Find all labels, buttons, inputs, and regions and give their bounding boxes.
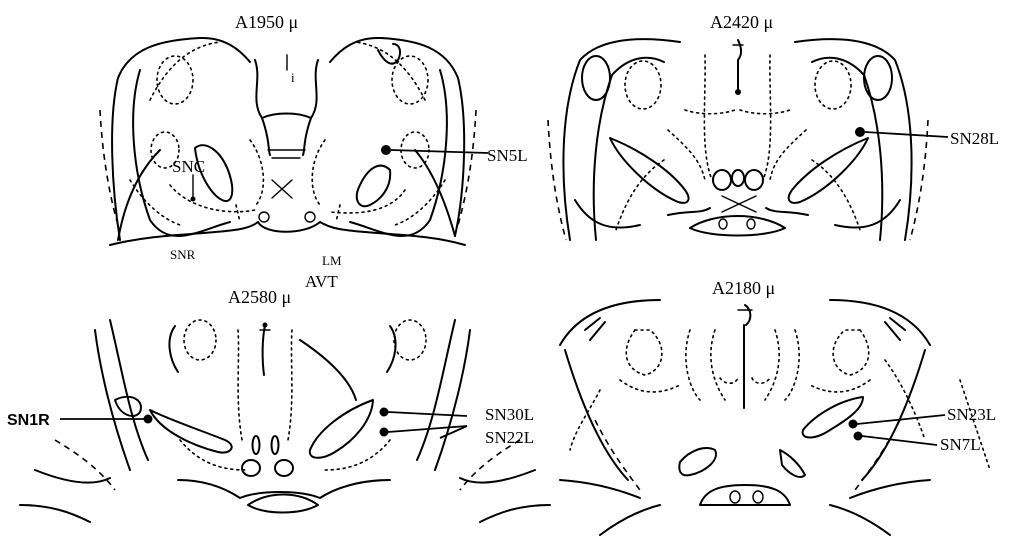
lesion-site-marker bbox=[380, 428, 389, 437]
section-outline bbox=[20, 320, 550, 522]
label-avt: AVT bbox=[305, 272, 338, 291]
panel-title: A2180 μ bbox=[712, 278, 775, 298]
label-snc: SNC bbox=[172, 157, 205, 176]
panel-bottom-left: A2580 μ bbox=[7, 287, 550, 522]
lesion-site-marker bbox=[380, 408, 389, 417]
label-lm: LM bbox=[322, 253, 342, 268]
site-label-sn23l: SN23L bbox=[947, 405, 996, 424]
lesion-site-marker bbox=[854, 432, 863, 441]
lesion-site-marker bbox=[849, 420, 858, 429]
snc-marker bbox=[191, 197, 196, 202]
site-label-sn28l: SN28L bbox=[950, 129, 999, 148]
panel-bottom-right: A2180 μ bbox=[560, 278, 996, 535]
panel-top-left: A1950 μ i bbox=[100, 12, 528, 291]
site-label-sn5l: SN5L bbox=[487, 146, 528, 165]
section-outline: i bbox=[100, 38, 476, 245]
site-label-sn30l: SN30L bbox=[485, 405, 534, 424]
aqueduct-mark: i bbox=[291, 70, 295, 85]
section-outline bbox=[548, 39, 928, 240]
panel-title: A1950 μ bbox=[235, 12, 298, 32]
panel-top-right: A2420 μ bbox=[548, 12, 999, 240]
lesion-site-marker bbox=[144, 415, 153, 424]
panel-title: A2420 μ bbox=[710, 12, 773, 32]
label-snr: SNR bbox=[170, 247, 196, 262]
lesion-site-marker bbox=[381, 145, 391, 155]
site-label-sn22l: SN22L bbox=[485, 428, 534, 447]
site-label-sn7l: SN7L bbox=[940, 435, 981, 454]
lesion-site-marker bbox=[855, 127, 865, 137]
panel-title: A2580 μ bbox=[228, 287, 291, 307]
site-label-sn1r: SN1R bbox=[7, 412, 50, 429]
